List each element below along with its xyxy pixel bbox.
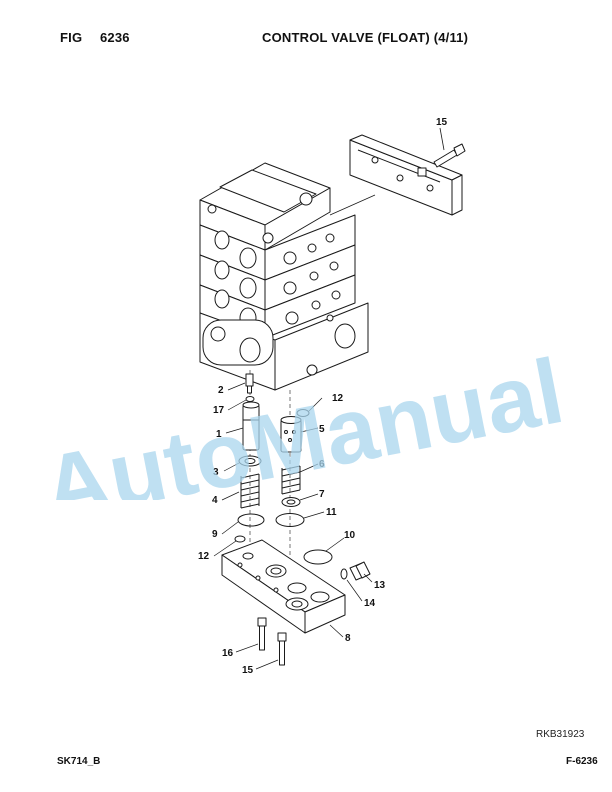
callout-3: 3 [213, 467, 219, 478]
part-7-retainer [281, 497, 301, 507]
part-10-o-ring [303, 549, 333, 565]
callout-8: 8 [345, 633, 351, 644]
callout-6: 6 [319, 459, 325, 470]
callout-12-lower: 12 [198, 551, 210, 562]
part-11-o-ring [275, 513, 305, 527]
part-9-o-ring [237, 513, 265, 527]
fig-number: 6236 [100, 30, 130, 45]
part-5-plug [280, 416, 302, 453]
fig-label: FIG [60, 30, 83, 45]
part-8-cover-plate [221, 539, 346, 634]
figure-title: CONTROL VALVE (FLOAT) (4/11) [262, 30, 469, 45]
control-valve-block [199, 162, 369, 391]
part-6-spring [281, 465, 301, 495]
callout-13: 13 [374, 580, 386, 591]
callout-17: 17 [213, 405, 225, 416]
part-14-o-ring [340, 568, 348, 580]
callout-12-upper: 12 [332, 393, 344, 404]
part-15-bolt-lower [277, 632, 287, 666]
callout-11: 11 [326, 507, 337, 518]
callout-5: 5 [319, 424, 325, 435]
part-3-retainer [238, 455, 262, 467]
part-2-pin [245, 373, 254, 394]
model-code: SK714_B [57, 756, 101, 767]
callout-14: 14 [364, 598, 376, 609]
callout-2: 2 [218, 385, 224, 396]
part-16-bolt [257, 617, 267, 651]
callout-1: 1 [216, 429, 222, 440]
part-1-spool [242, 401, 260, 451]
callout-4: 4 [212, 495, 218, 506]
top-mounting-plate [349, 134, 463, 216]
part-12-o-ring-lower [234, 535, 246, 543]
callout-9: 9 [212, 529, 218, 540]
part-4-spring [240, 473, 260, 509]
callout-16: 16 [222, 648, 234, 659]
callout-15-lower: 15 [242, 665, 254, 676]
drawing-reference-code: RKB31923 [536, 729, 585, 740]
leader-lines [213, 382, 373, 670]
part-17-washer [245, 396, 255, 402]
callout-15-top: 15 [436, 117, 448, 128]
part-13-plug-fitting [349, 561, 371, 581]
page-code: F-6236 [566, 756, 598, 767]
bolt-top-plate [433, 143, 466, 168]
callout-10: 10 [344, 530, 356, 541]
part-12-o-ring-upper [296, 409, 310, 417]
callout-7: 7 [319, 489, 325, 500]
